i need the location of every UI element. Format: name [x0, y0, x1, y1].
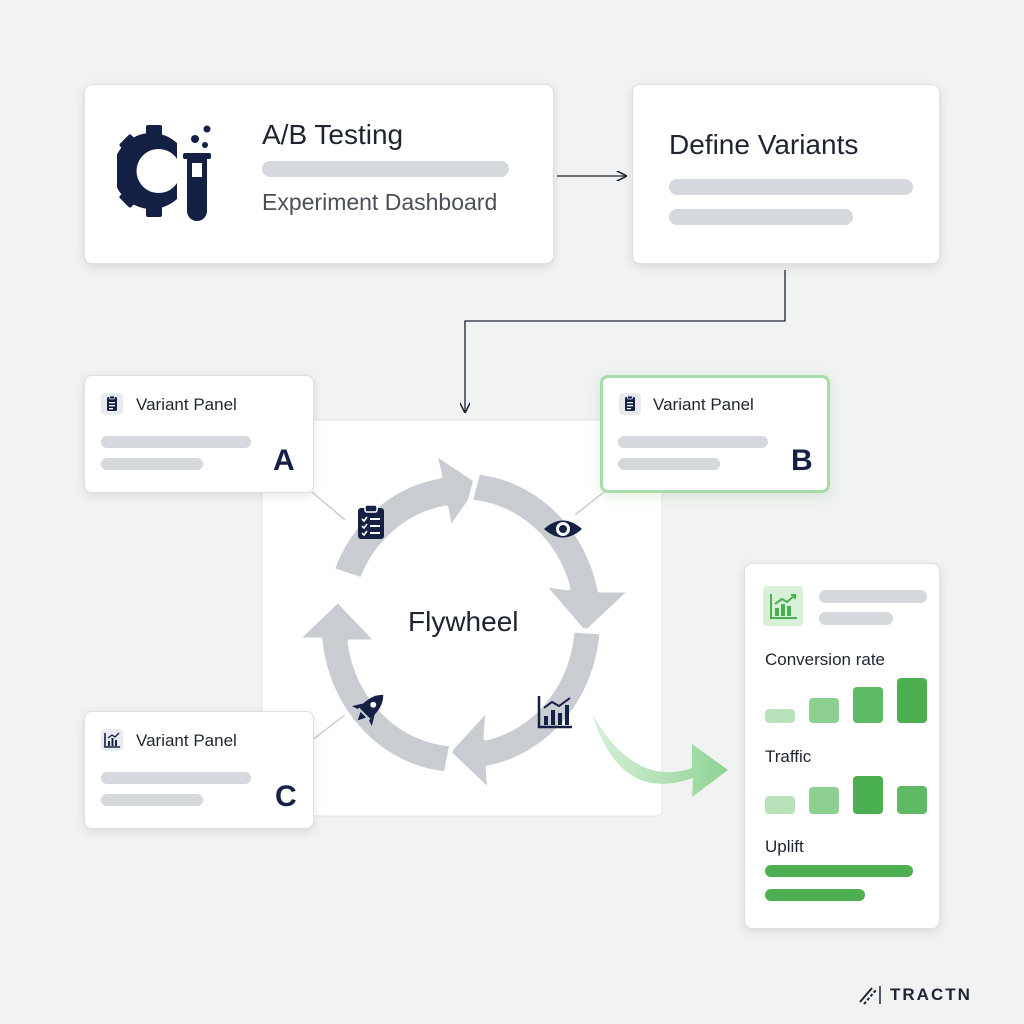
variant-panel-label: Variant Panel	[136, 731, 237, 750]
ab-testing-title: A/B Testing	[262, 119, 404, 150]
ab-testing-card: A/B Testing Experiment Dashboard	[84, 84, 554, 264]
traffic-bar	[897, 786, 927, 814]
rocket-icon	[352, 694, 384, 726]
variant-letter: B	[791, 444, 813, 477]
placeholder-bar	[101, 794, 203, 806]
traffic-bar	[809, 787, 839, 814]
placeholder-bar	[618, 458, 720, 470]
eye-icon	[544, 520, 582, 538]
output-arrow	[592, 714, 728, 797]
connector-panel-a	[311, 491, 346, 521]
variant-panel-b[interactable]: Variant Panel B	[600, 375, 830, 493]
uplift-bar	[765, 865, 913, 877]
flywheel-arrow-top	[329, 449, 485, 583]
flywheel-arrow-left	[293, 597, 455, 777]
conversion-bar	[897, 678, 927, 723]
placeholder-bar	[669, 179, 913, 195]
chart-icon	[101, 729, 123, 751]
metric-label-traffic: Traffic	[765, 747, 812, 766]
flywheel-arrows	[293, 449, 635, 795]
traffic-bar	[853, 776, 883, 814]
conversion-bar	[809, 698, 839, 723]
checklist-icon	[358, 504, 384, 539]
variant-panel-label: Variant Panel	[136, 395, 237, 414]
trend-chart-icon	[763, 586, 803, 626]
flywheel-arrow-right	[467, 469, 635, 637]
gear-flask-icon	[117, 125, 211, 221]
define-variants-card: Define Variants	[632, 84, 940, 264]
placeholder-bar	[262, 161, 509, 177]
variant-panel-label: Variant Panel	[653, 395, 754, 414]
placeholder-bar	[101, 772, 251, 784]
variant-panel-c[interactable]: Variant Panel C	[84, 711, 314, 829]
metric-label-uplift: Uplift	[765, 837, 804, 856]
watermark-logo	[858, 984, 882, 1006]
placeholder-bar	[618, 436, 768, 448]
placeholder-bar	[819, 612, 893, 625]
variant-letter: A	[273, 444, 295, 477]
variant-letter: C	[275, 780, 297, 813]
connector-panel-c	[311, 714, 346, 741]
traffic-bar	[765, 796, 795, 814]
placeholder-bar	[669, 209, 853, 225]
variant-panel-a[interactable]: Variant Panel A	[84, 375, 314, 493]
metrics-card: Conversion rate Traffic Uplift	[744, 563, 940, 929]
placeholder-bar	[819, 590, 927, 603]
conversion-bar	[765, 709, 795, 723]
uplift-bar	[765, 889, 865, 901]
define-variants-title: Define Variants	[669, 129, 859, 160]
placeholder-bar	[101, 436, 251, 448]
flywheel-chart-icon	[537, 696, 572, 729]
placeholder-bar	[101, 458, 203, 470]
clipboard-icon	[101, 393, 123, 415]
conversion-bar	[853, 687, 883, 723]
flywheel-label: Flywheel	[408, 606, 519, 637]
watermark-text: TRACTN	[890, 985, 972, 1004]
flywheel-arrow-bottom	[445, 627, 605, 795]
connector-define-to-flywheel	[465, 270, 786, 412]
clipboard-icon	[619, 393, 641, 415]
connector-panel-b	[574, 491, 605, 516]
ab-testing-subtitle: Experiment Dashboard	[262, 189, 498, 215]
metric-label-conversion: Conversion rate	[765, 650, 886, 669]
